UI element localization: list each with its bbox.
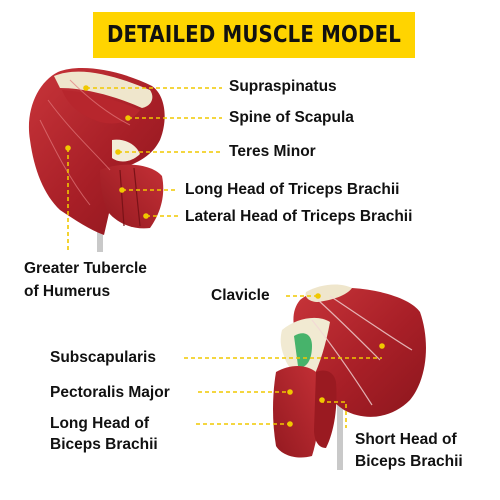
page-title: DETAILED MUSCLE MODEL <box>106 22 402 48</box>
label-short-head-biceps-line1: Short Head of <box>355 431 457 448</box>
dot-supraspinatus <box>83 85 89 91</box>
dot-lateral-head-triceps <box>143 213 149 219</box>
spine-of-scapula-bone <box>54 71 153 108</box>
label-supraspinatus: Supraspinatus <box>229 78 337 95</box>
dot-clavicle <box>315 293 321 299</box>
anterior-shoulder-model <box>273 284 426 470</box>
dot-teres-minor <box>115 149 121 155</box>
dot-spine-of-scapula <box>125 115 131 121</box>
posterior-shoulder-model <box>28 68 165 252</box>
label-subscapularis: Subscapularis <box>50 349 156 366</box>
label-short-head-biceps-line2: Biceps Brachii <box>355 453 463 470</box>
label-long-head-triceps: Long Head of Triceps Brachii <box>185 181 400 198</box>
triceps-muscle <box>100 164 164 229</box>
label-teres-minor: Teres Minor <box>229 143 316 160</box>
leader-dots <box>65 85 385 427</box>
greater-tubercle-bone <box>112 139 140 162</box>
stand-rod-lower <box>337 385 343 470</box>
label-pectoralis-major: Pectoralis Major <box>50 384 170 401</box>
dot-short-head-biceps <box>319 397 325 403</box>
label-clavicle: Clavicle <box>211 287 270 304</box>
biceps-muscle <box>273 366 320 458</box>
dot-pectoralis-major <box>287 389 293 395</box>
label-long-head-biceps-line2: Biceps Brachii <box>50 436 158 453</box>
label-greater-tubercle-line1: Greater Tubercle <box>24 260 147 277</box>
label-spine-of-scapula: Spine of Scapula <box>229 109 354 126</box>
label-long-head-biceps-line1: Long Head of <box>50 415 150 432</box>
dot-long-head-biceps <box>287 421 293 427</box>
short-head-biceps-muscle <box>314 370 337 448</box>
dot-subscapularis <box>379 343 385 349</box>
label-lateral-head-triceps: Lateral Head of Triceps Brachii <box>185 208 413 225</box>
dot-greater-tubercle <box>65 145 71 151</box>
dot-long-head-triceps <box>119 187 125 193</box>
title-banner: DETAILED MUSCLE MODEL <box>93 12 415 58</box>
label-greater-tubercle-line2: of Humerus <box>24 283 111 300</box>
